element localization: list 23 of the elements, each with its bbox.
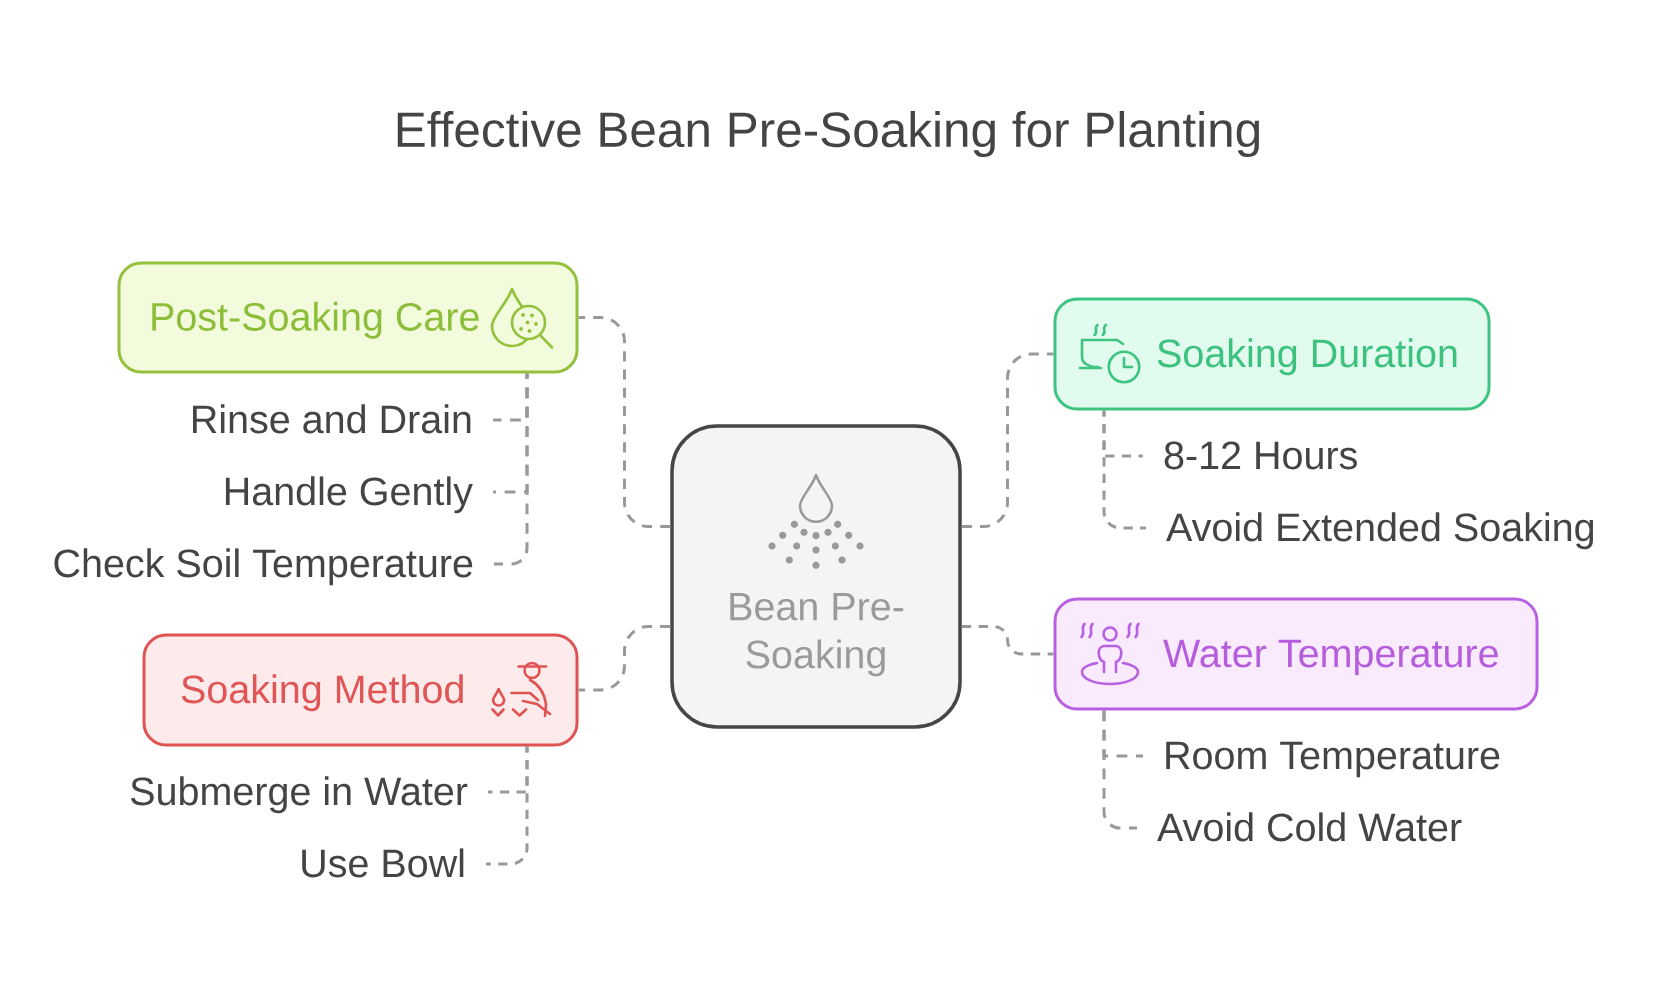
item-label: Handle Gently [225, 476, 473, 514]
item-label: Use Bowl [302, 848, 464, 878]
connector [1102, 410, 1146, 530]
connector [1102, 710, 1137, 830]
rounded-box: Bean Pre-Soaking [670, 424, 962, 729]
connector [578, 625, 671, 692]
item-label: Submerge in Water [131, 776, 468, 814]
title: Effective Bean Pre-Soaking for Planting [397, 110, 1259, 158]
item-label: Check Soil Temperature [54, 548, 473, 586]
category-box: Post-Soaking Care [117, 261, 579, 374]
connector [961, 625, 1054, 656]
item-label: Avoid Cold Water [1157, 812, 1462, 842]
item-label: Avoid Extended Soaking [1166, 512, 1594, 550]
category-box: Soaking Method [142, 633, 579, 747]
item-label: Rinse and Drain [193, 404, 471, 434]
connector [486, 746, 529, 866]
connector [961, 352, 1054, 528]
connector [494, 373, 529, 566]
item-label: Room Temperature [1166, 741, 1500, 778]
connector [578, 316, 671, 528]
category-box: Water Temperature [1053, 597, 1539, 711]
item-label: 8-12 Hours [1164, 441, 1357, 470]
category-box: Soaking Duration [1053, 297, 1491, 411]
